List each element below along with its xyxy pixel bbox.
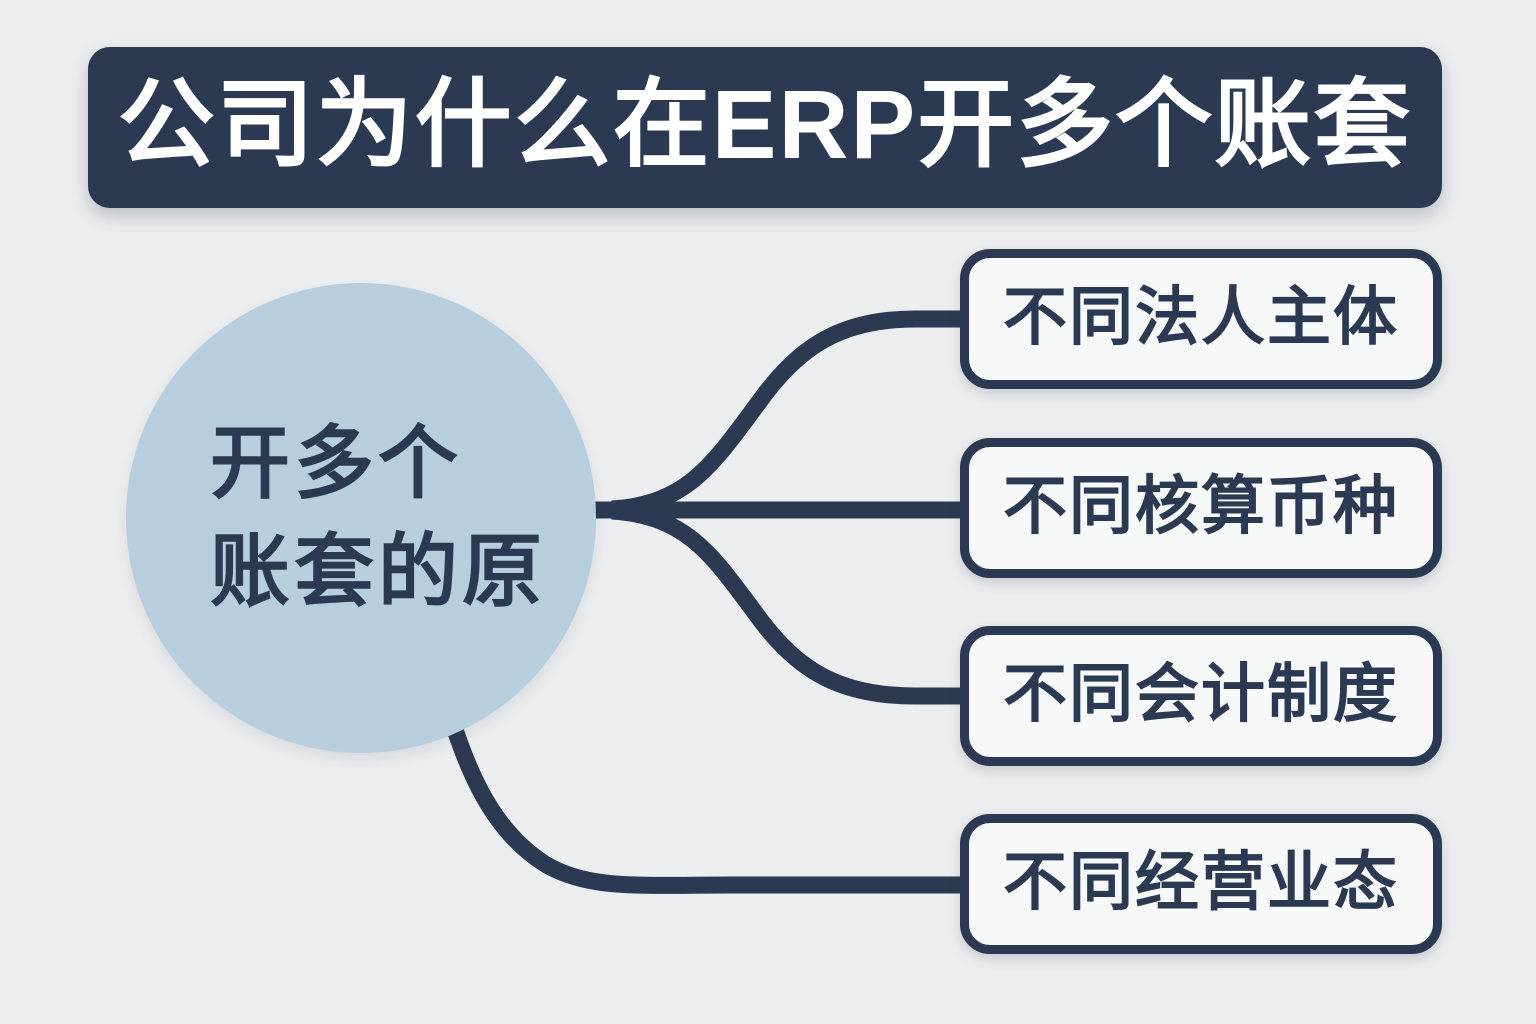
branch-node-label: 不同经营业态 [1003,846,1399,918]
page-title: 公司为什么在ERP开多个账套 [117,70,1413,179]
branch-node-currency: 不同核算币种 [960,438,1442,578]
branch-node-accounting-system: 不同会计制度 [960,626,1442,766]
branch-node-legal-entity: 不同法人主体 [960,249,1442,389]
branch-node-business-format: 不同经营业态 [960,814,1442,954]
branch-node-label: 不同核算币种 [1003,470,1399,542]
branch-node-label: 不同会计制度 [1003,658,1399,730]
branch-node-label: 不同法人主体 [1003,281,1399,353]
connector-line-branch-3 [611,502,962,705]
connector-line-branch-1 [611,310,962,518]
center-node-label-line2: 账套的原 [210,527,546,616]
center-node: 开多个 账套的原 [126,283,596,753]
connector-line-branch-4 [429,669,962,894]
center-node-label-line1: 开多个 [210,419,462,508]
title-banner: 公司为什么在ERP开多个账套 [88,47,1442,208]
